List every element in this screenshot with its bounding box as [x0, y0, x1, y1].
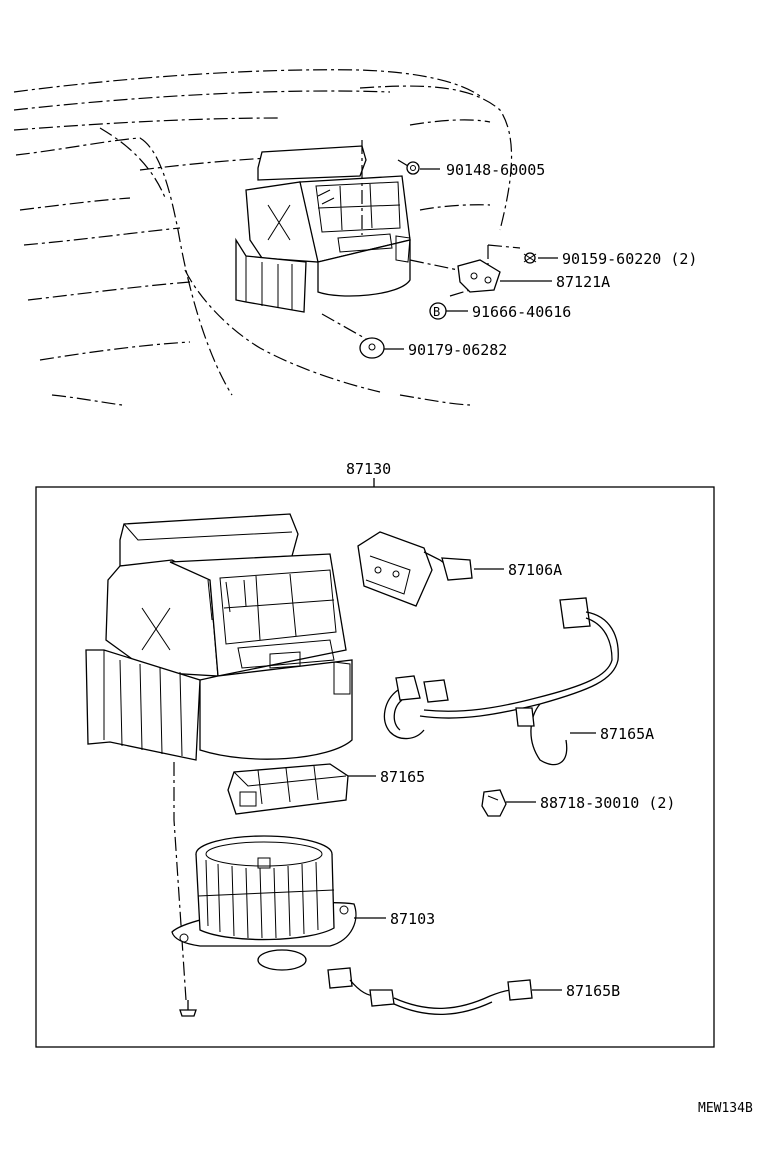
callout-resistor: 87106A — [508, 561, 562, 579]
callout-bracket: 87121A — [556, 273, 610, 291]
callout-wire-b: 87165B — [566, 982, 620, 1000]
top-leaders — [321, 140, 558, 350]
wire-harness-a — [383, 597, 619, 766]
nut-mark: B — [433, 305, 440, 319]
bottom-screw-icon — [179, 1000, 197, 1017]
callout-connector-clip: 88718-30010 (2) — [540, 794, 675, 812]
callout-bolt: 90148-60005 — [446, 161, 545, 179]
screw-icon — [523, 252, 537, 264]
callout-clip: 90179-06282 — [408, 341, 507, 359]
case-leader — [173, 762, 187, 1001]
callout-blower-motor: 87103 — [390, 910, 435, 928]
callout-nut: 91666-40616 — [472, 303, 571, 321]
callout-servo: 87165 — [380, 768, 425, 786]
servo-icon — [227, 763, 349, 815]
wire-harness-b — [327, 967, 533, 1016]
dashboard-outline — [13, 69, 513, 406]
blower-unit-installed — [235, 145, 411, 313]
blower-case — [85, 513, 353, 761]
resistor-icon — [357, 531, 473, 607]
diagram-code: MEW134B — [698, 1101, 753, 1116]
assembly-frame — [35, 486, 715, 1048]
connector-clip-icon — [481, 789, 507, 817]
callout-wire-a: 87165A — [600, 725, 654, 743]
nut-icon: B — [429, 302, 447, 320]
bolt-icon — [397, 159, 420, 175]
callout-screw: 90159-60220 (2) — [562, 250, 697, 268]
callout-unit: 87130 — [346, 460, 391, 478]
blower-motor-icon — [171, 835, 357, 971]
clip-icon — [359, 337, 385, 359]
bracket-icon — [457, 259, 501, 293]
